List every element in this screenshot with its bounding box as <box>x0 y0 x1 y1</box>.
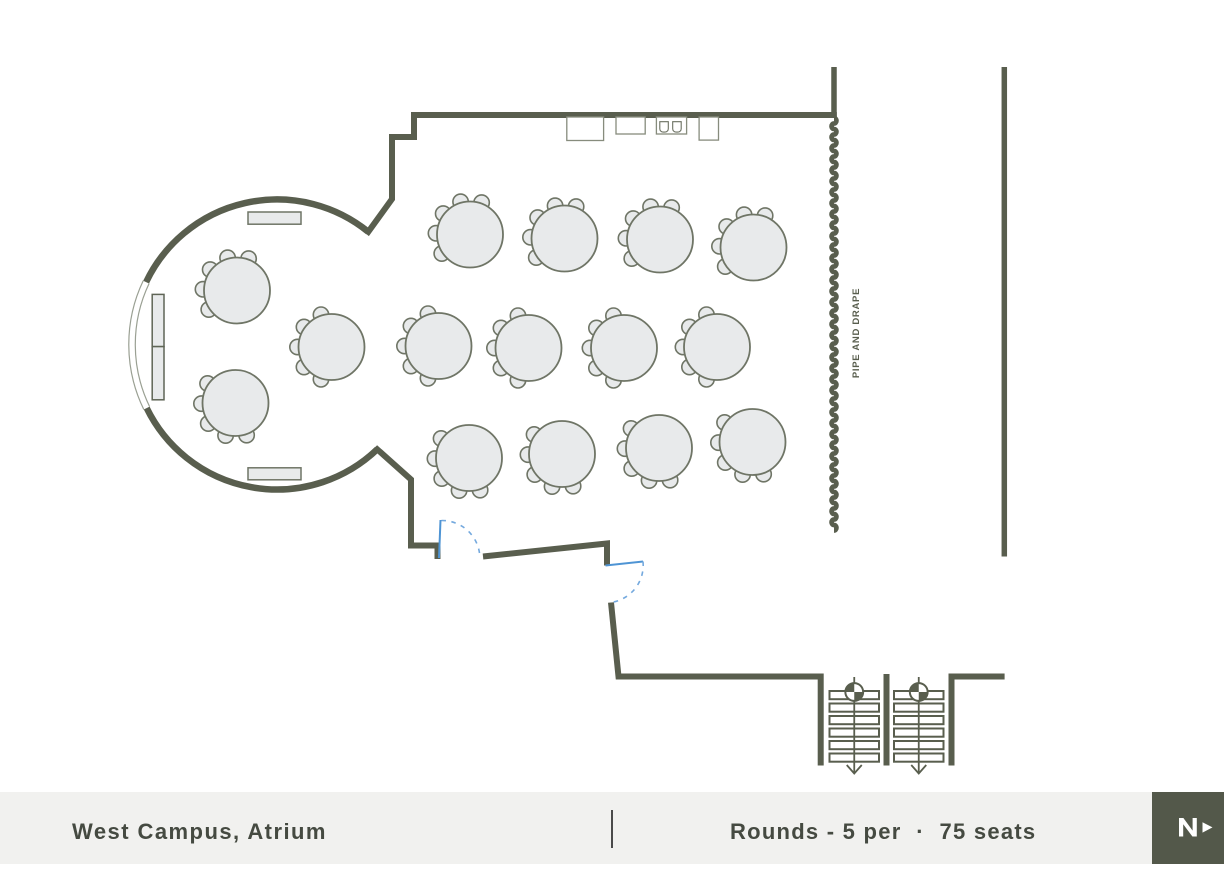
svg-text:PIPE AND DRAPE: PIPE AND DRAPE <box>851 288 862 378</box>
